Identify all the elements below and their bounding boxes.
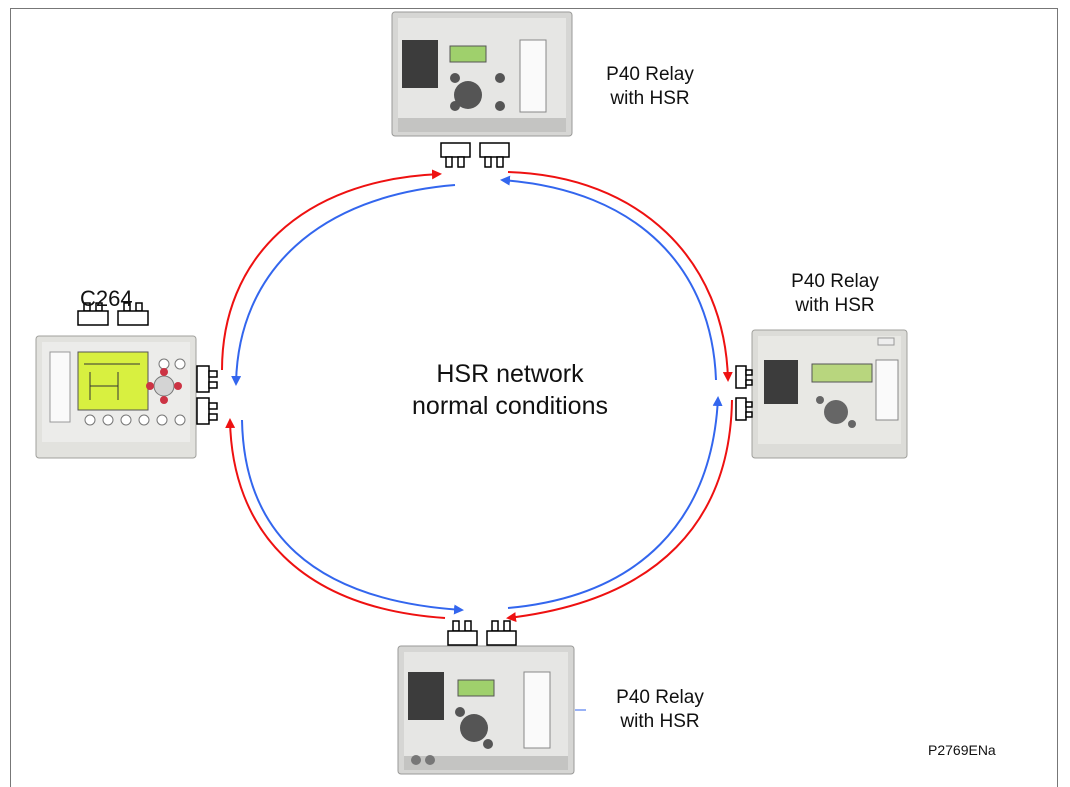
bottom-relay-label: P40 Relay with HSR bbox=[590, 686, 730, 734]
right-relay-label: P40 Relay with HSR bbox=[765, 270, 905, 318]
network-state-line2: normal conditions bbox=[412, 392, 608, 420]
c264-label: C264 bbox=[80, 286, 133, 311]
c264-device bbox=[35, 335, 197, 459]
top-relay-label: P40 Relay with HSR bbox=[580, 63, 720, 111]
figure-frame bbox=[10, 8, 1058, 787]
network-state-label: HSR network normal conditions bbox=[330, 358, 690, 422]
ring-blue-path bbox=[231, 175, 723, 615]
right-relay-label-line1: P40 Relay bbox=[791, 271, 879, 292]
red-arc-left-top bbox=[221, 169, 442, 371]
c264-side-ports bbox=[196, 365, 218, 425]
blue-arc-bottom-right bbox=[507, 396, 723, 609]
red-arc-top-right bbox=[507, 171, 733, 382]
bottom-relay-device bbox=[397, 645, 575, 775]
top-relay-device bbox=[391, 11, 573, 137]
blue-arc-top-left bbox=[231, 184, 456, 386]
network-state-line1: HSR network bbox=[436, 360, 584, 388]
top-relay-label-line2: with HSR bbox=[610, 88, 690, 109]
red-arc-right-bottom bbox=[506, 399, 733, 623]
bottom-relay-ports bbox=[447, 620, 517, 646]
top-relay-label-line1: P40 Relay bbox=[606, 64, 694, 85]
bottom-relay-label-line2: with HSR bbox=[620, 711, 700, 732]
red-arc-bottom-left bbox=[225, 418, 446, 619]
ring-red-path bbox=[221, 169, 733, 623]
blue-arc-left-bottom bbox=[241, 419, 464, 615]
right-relay-ports bbox=[735, 365, 753, 421]
figure-code: P2769ENa bbox=[928, 742, 996, 758]
right-relay-device bbox=[751, 329, 908, 459]
bottom-relay-label-line1: P40 Relay bbox=[616, 687, 704, 708]
blue-arc-right-top bbox=[500, 175, 717, 381]
right-relay-label-line2: with HSR bbox=[795, 295, 875, 316]
top-relay-ports bbox=[440, 142, 510, 168]
c264-top-ports bbox=[77, 302, 149, 326]
